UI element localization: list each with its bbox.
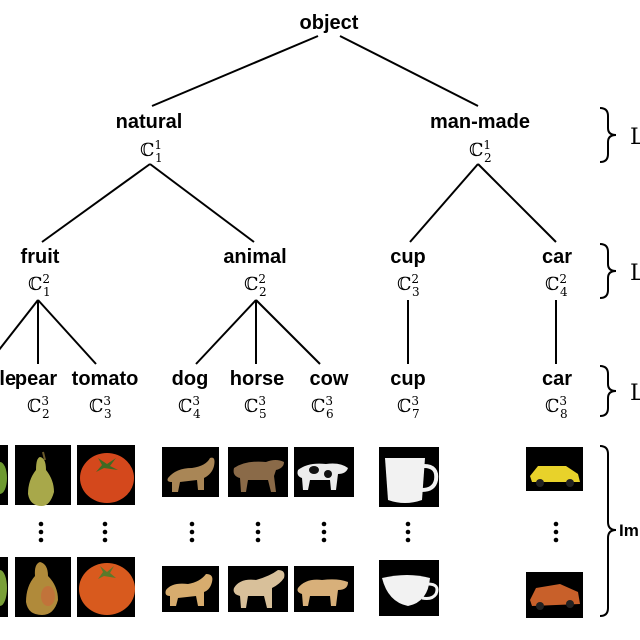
dots-tomato: [102, 521, 108, 543]
node-label: apple: [0, 368, 16, 390]
node-label: cup: [390, 368, 426, 390]
dots-cow: [321, 521, 327, 543]
images-brace: Im: [599, 445, 639, 617]
tree-edges: [0, 35, 557, 365]
dots-pear: [38, 521, 44, 543]
horse-image-top: [228, 447, 288, 497]
dots-cup: [405, 521, 411, 543]
edge-object-natural: [151, 35, 319, 107]
apple-image-bottom: [0, 557, 8, 617]
brace-shape: [599, 365, 617, 417]
images-bottom-row: [0, 557, 583, 618]
edge-natural-fruit: [41, 163, 151, 243]
node-label: natural: [116, 111, 183, 133]
edge-animal-dog: [195, 299, 257, 365]
node-label-object: object: [300, 12, 359, 34]
cup-image-top: [379, 447, 439, 507]
node-label: pear: [15, 368, 57, 390]
tomato-image-top: [77, 445, 135, 505]
tomato-image-bottom: [77, 557, 135, 617]
pear-image-top: [15, 445, 71, 506]
brace-shape: [599, 445, 617, 617]
dots-horse: [255, 521, 261, 543]
images-top-row: [0, 445, 583, 507]
node-label: dog: [172, 368, 209, 390]
node-label: fruit: [21, 246, 60, 268]
cow-image-top: [294, 447, 354, 497]
node-label: tomato: [72, 368, 139, 390]
edge-natural-animal: [149, 163, 255, 243]
edge-animal-cow: [255, 299, 321, 365]
horse-image-bottom: [228, 566, 288, 612]
dog-image-bottom: [162, 566, 219, 612]
cup-image-bottom: [379, 560, 439, 616]
node-label: horse: [230, 368, 284, 390]
ellipsis-dots: [38, 521, 559, 543]
level-brace-1: L: [599, 107, 640, 163]
node-label: animal: [223, 246, 286, 268]
node-label: car: [542, 246, 572, 268]
car-image-top: [526, 447, 583, 491]
edge-object-manmade: [339, 35, 479, 107]
dots-dog: [189, 521, 195, 543]
pear-image-bottom: [15, 557, 71, 617]
dog-image-top: [162, 447, 219, 497]
apple-image-top: [0, 445, 8, 505]
edge-fruit-tomato: [37, 299, 97, 365]
edge-manmade-car: [477, 163, 557, 243]
node-label: cow: [310, 368, 349, 390]
level-brace-2: L: [599, 243, 640, 299]
dots-car: [553, 521, 559, 543]
node-label: car: [542, 368, 572, 390]
cow-image-bottom: [294, 566, 354, 612]
level-label: L: [630, 125, 640, 150]
level-brace-3: L: [599, 365, 640, 417]
car-image-bottom: [526, 572, 583, 618]
images-label: Im: [619, 521, 639, 540]
edge-fruit-apple: [0, 299, 39, 351]
brace-shape: [599, 243, 617, 299]
node-apple: apple: [0, 368, 16, 390]
node-label: cup: [390, 246, 426, 268]
edge-manmade-cup: [409, 163, 479, 243]
level-label: L: [630, 381, 640, 406]
node-label: man-made: [430, 111, 530, 133]
level-label: L: [630, 261, 640, 286]
brace-shape: [599, 107, 617, 163]
